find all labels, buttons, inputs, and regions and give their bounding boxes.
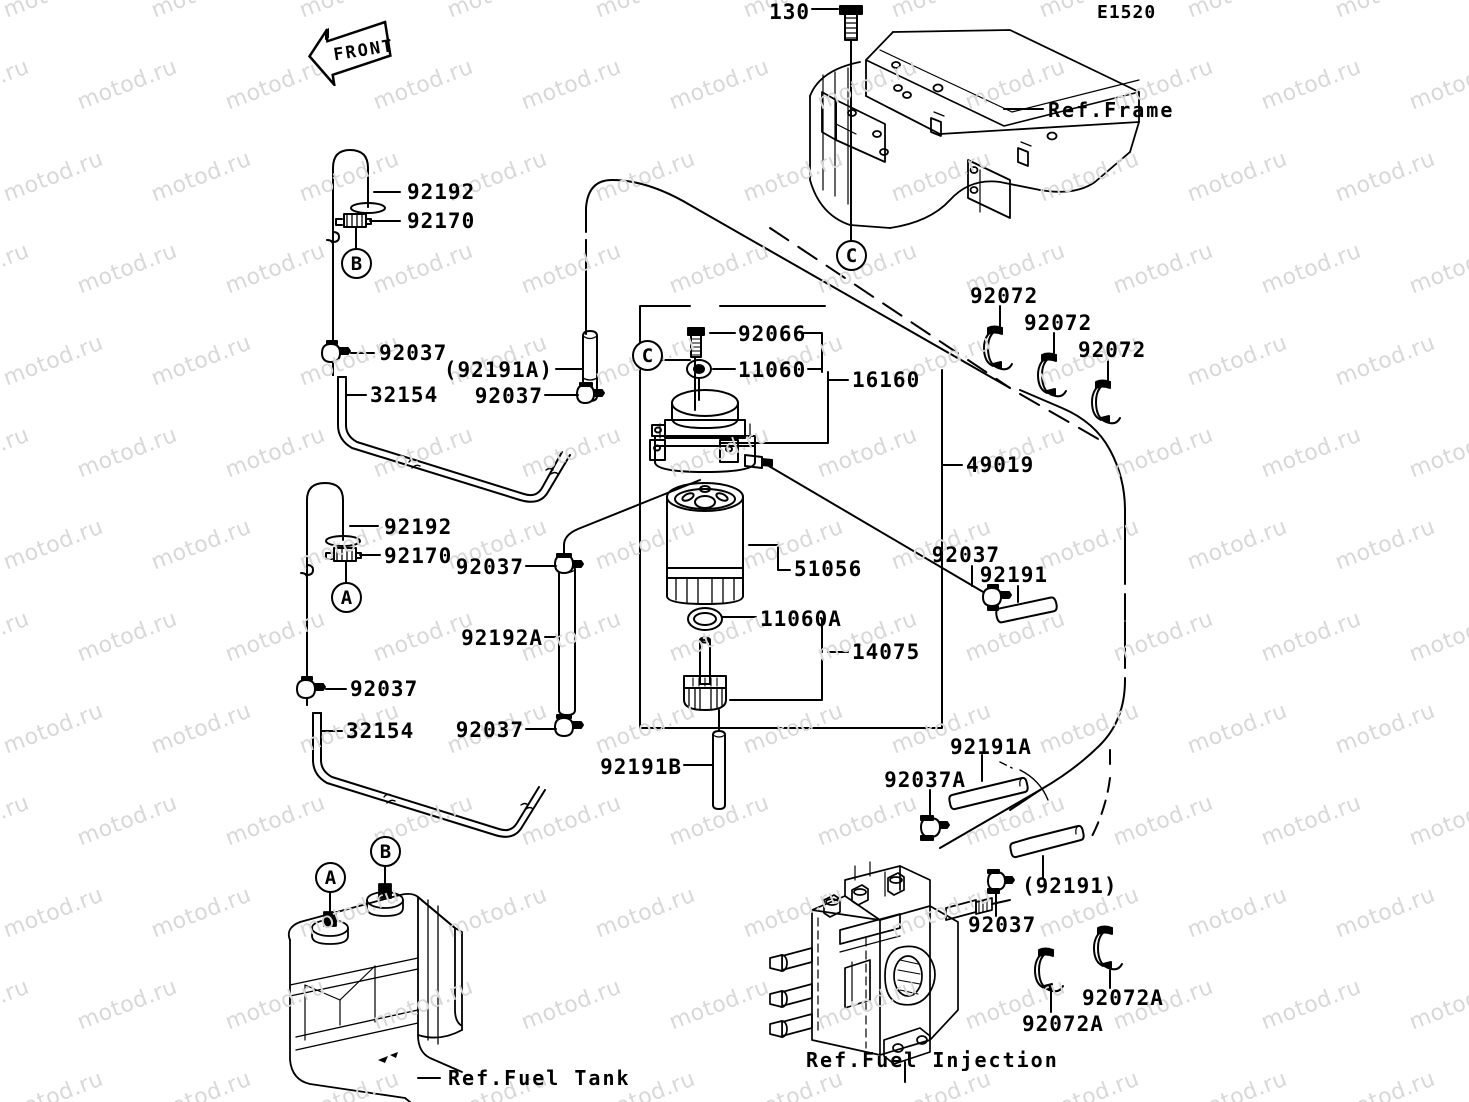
part-92037-c (296, 676, 326, 699)
part-92191 (995, 596, 1058, 624)
label-92037-g: 92037 (968, 913, 1037, 937)
part-92037-d (554, 553, 584, 574)
part-92037-f (982, 584, 1012, 611)
label-32154-upper: 32154 (370, 383, 439, 407)
label-14075: 14075 (852, 640, 921, 664)
diagram-id: E1520 (1097, 2, 1157, 23)
callout-c-lower: C (632, 340, 663, 371)
part-92191A-lower (948, 776, 1029, 811)
part-11060A-oring (687, 607, 723, 631)
label-32154-lower: 32154 (346, 719, 415, 743)
part-92170-lower (325, 547, 362, 562)
label-92191B: 92191B (600, 755, 682, 779)
ref-fuel-tank-drawing (287, 883, 463, 1102)
front-direction-badge: FRONT (303, 14, 396, 89)
route-right-top (1019, 389, 1126, 511)
label-92192-lower: 92192 (384, 515, 453, 539)
label-92192-upper: 92192 (407, 180, 476, 204)
part-92170-upper (335, 213, 372, 228)
label-92191A: (92191A) (443, 358, 553, 382)
callout-a-top: A (331, 582, 362, 613)
part-11060-washer (686, 359, 712, 379)
label-92037-d: 92037 (455, 555, 524, 579)
label-11060: 11060 (738, 358, 807, 382)
part-92037-b (576, 382, 605, 404)
route-right-bottom (939, 679, 1126, 849)
route-92192A-top (563, 479, 701, 556)
part-92192A (558, 564, 576, 716)
label-92191A-lower: 92191A (950, 735, 1032, 759)
part-92037-g (987, 869, 1015, 894)
part-92072A-2 (1093, 925, 1123, 971)
ferrule-92192-upper (326, 231, 340, 246)
label-92066: 92066 (738, 322, 807, 346)
label-51056: 51056 (794, 557, 863, 581)
leader-16160-bracket (719, 379, 829, 444)
label-ref-frame: Ref.Frame (1048, 98, 1175, 122)
label-92072-1: 92072 (970, 284, 1039, 308)
part-14075-cup (683, 636, 727, 711)
part-92072-2 (1037, 352, 1067, 398)
part-51056-element (666, 482, 744, 605)
callout-c-upper: C (836, 240, 867, 271)
label-ref-fuel-tank: Ref.Fuel Tank (448, 1066, 631, 1090)
label-92192A: 92192A (461, 626, 543, 650)
label-11060A: 11060A (760, 607, 842, 631)
callout-b-top: B (341, 248, 372, 279)
label-92037-e: 92037 (455, 718, 524, 742)
route-pump-outlet (761, 461, 991, 597)
leader-51056-2 (777, 544, 791, 571)
part-92072-1 (983, 325, 1013, 371)
part-92192-lower (306, 482, 361, 706)
part-32154-upper (337, 376, 571, 503)
label-16160: 16160 (852, 368, 921, 392)
label-92191-paren: (92191) (1022, 874, 1118, 898)
part-130-bolt (839, 5, 863, 41)
part-92072A-1 (1034, 947, 1064, 993)
label-92170-upper: 92170 (407, 209, 476, 233)
part-92072-3 (1091, 379, 1121, 425)
leader-92066-box (801, 332, 823, 373)
label-49019: 49019 (966, 453, 1035, 477)
label-92170-lower: 92170 (384, 544, 453, 568)
part-32154-lower (312, 712, 546, 838)
label-92072A-1: 92072A (1022, 1012, 1104, 1036)
part-92037A (920, 815, 950, 841)
label-92037A: 92037A (884, 768, 966, 792)
label-92037-b: 92037 (474, 384, 543, 408)
label-92072-2: 92072 (1024, 311, 1093, 335)
part-92191-paren (1009, 824, 1085, 859)
ferrule-92192-lower (300, 564, 314, 579)
label-92037-f: 92037 (931, 543, 1000, 567)
label-92191: 92191 (979, 563, 1048, 587)
ref-frame-drawing (809, 29, 1140, 229)
leader-14075-box (729, 659, 823, 701)
callout-a-tank: A (315, 862, 346, 893)
ref-fuel-injection-drawing (769, 861, 993, 1065)
part-92037-e (554, 714, 584, 737)
label-92037-c: 92037 (350, 677, 419, 701)
route-upper-long (585, 179, 1011, 389)
part-92037-a (321, 340, 351, 363)
callout-b-tank: B (370, 836, 401, 867)
part-92066-bolt (687, 327, 705, 358)
route-injection-inlet (991, 899, 1011, 905)
label-92037-a: 92037 (379, 341, 448, 365)
label-ref-fuel-injection: Ref.Fuel Injection (806, 1048, 1059, 1072)
label-130: 130 (769, 0, 810, 24)
part-16160-pump (649, 389, 773, 473)
label-92072-3: 92072 (1078, 338, 1147, 362)
part-92191B (712, 730, 726, 810)
label-92072A-2: 92072A (1082, 986, 1164, 1010)
